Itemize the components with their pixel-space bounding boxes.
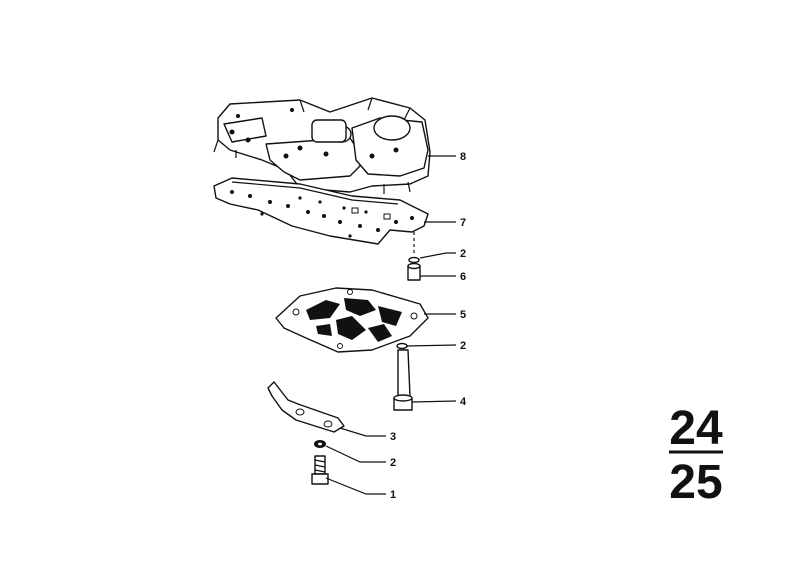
leader-4 (411, 400, 457, 403)
bolt-part-1 (311, 455, 329, 485)
page-ref-top: 24 (669, 402, 723, 455)
callout-8: 8 (460, 151, 466, 163)
washer-part-2-upper (408, 256, 420, 264)
callout-4: 4 (460, 396, 467, 408)
leader-1 (325, 477, 386, 495)
pin-part-4 (393, 349, 413, 411)
washer-part-2-lower (314, 440, 326, 448)
washer-part-2-middle (396, 342, 408, 350)
bolt-part-6 (407, 262, 421, 281)
page-ref-bottom: 25 (669, 456, 722, 509)
callout-2-lower: 2 (390, 457, 396, 469)
callout-5: 5 (460, 309, 466, 321)
leader-2-upper (419, 252, 456, 259)
callout-6: 6 (460, 271, 466, 283)
page-reference: 24 25 (669, 402, 723, 509)
gasket-part-7 (213, 177, 429, 245)
callout-1: 1 (390, 489, 396, 501)
leader-3 (339, 427, 386, 437)
plate-part-5 (275, 287, 429, 353)
callout-2-middle: 2 (460, 340, 466, 352)
callout-2-upper: 2 (460, 248, 466, 260)
callout-3: 3 (390, 431, 396, 443)
leader-2-lower (325, 445, 386, 463)
leader-2-middle (405, 344, 457, 347)
leader-lines (325, 155, 457, 495)
callout-7: 7 (460, 217, 466, 229)
bracket-part-3 (267, 381, 345, 433)
